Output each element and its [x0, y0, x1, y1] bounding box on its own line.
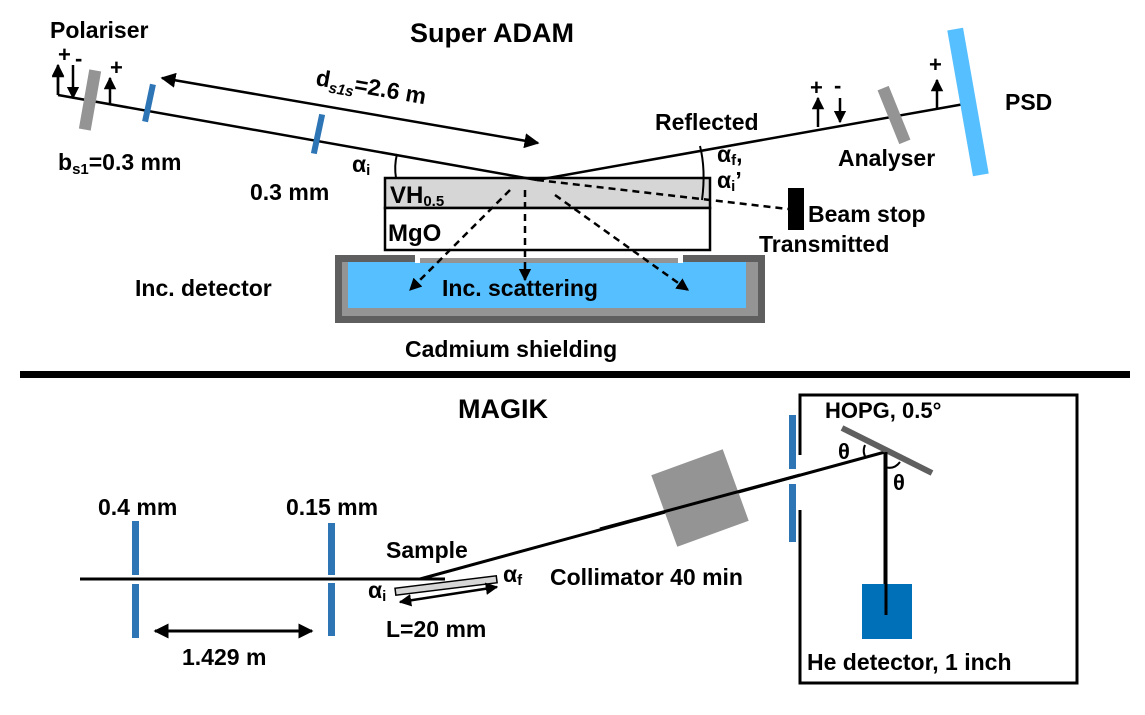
hopg-label: HOPG, 0.5° [825, 398, 941, 423]
spin-plus-label: + [110, 55, 123, 80]
polariser-label: Polariser [50, 17, 148, 43]
collimator-label: Collimator 40 min [550, 564, 743, 590]
psd [947, 27, 989, 177]
slit1-label: bs1=0.3 mm [58, 149, 181, 178]
beam-stop [788, 188, 804, 230]
psd-label: PSD [1005, 89, 1052, 115]
theta-label-1: θ [838, 439, 850, 464]
slit-3-upper [789, 415, 796, 469]
transmitted-beam [536, 178, 789, 211]
sample-label: Sample [386, 537, 468, 563]
theta-label-2: θ [893, 470, 905, 495]
distance-label: ds1s=2.6 m [313, 64, 428, 113]
mgo-substrate [383, 206, 712, 252]
alpha-f-label-magik: αf [503, 561, 523, 589]
sample-length-label: L=20 mm [386, 616, 486, 642]
analyser [877, 85, 911, 145]
mgo-label: MgO [388, 220, 441, 247]
inc-scattering-label: Inc. scattering [442, 275, 598, 301]
spin-arrows-analyser [811, 78, 944, 127]
beam-stop-label: Beam stop [808, 201, 926, 227]
cadmium-shielding-label: Cadmium shielding [405, 336, 617, 362]
spin-plus-label: + [810, 75, 823, 100]
transmitted-label: Transmitted [759, 231, 889, 257]
he-detector-label: He detector, 1 inch [807, 649, 1012, 675]
analyser-label: Analyser [838, 145, 935, 171]
inc-detector-label: Inc. detector [135, 275, 272, 301]
spin-minus-label: - [834, 73, 841, 98]
spin-minus-label: - [75, 46, 82, 71]
slit-1-upper [132, 521, 139, 575]
sample-length-arrow [398, 582, 499, 607]
reflected-label: Reflected [655, 109, 759, 135]
vh-layer-label: VH0.5 [390, 182, 444, 210]
slit-2-upper [328, 523, 335, 575]
spin-plus-label: + [929, 52, 942, 77]
slit-2 [310, 113, 326, 155]
hopg-crystal [840, 425, 934, 476]
collimator [651, 449, 749, 547]
spin-arrows-polariser [51, 64, 117, 104]
polariser [78, 69, 102, 131]
alpha-i-arc [394, 153, 398, 179]
theta-arc-1 [862, 444, 867, 459]
distance-arrow [160, 72, 540, 149]
alpha-f-arc [699, 145, 705, 201]
distance-label-magik: 1.429 m [182, 644, 266, 670]
magik-title: MAGIK [458, 394, 548, 424]
slit1-label-magik: 0.4 mm [98, 494, 177, 520]
alpha-i-label: αi [352, 151, 370, 179]
slit-1 [142, 83, 156, 123]
alpha-f-label: αf, [717, 141, 743, 169]
alpha-i-prime-label: αi’ [717, 167, 742, 195]
slit-3-lower [789, 484, 796, 542]
inc-arrow-right [554, 193, 690, 292]
slit-2-lower [328, 583, 335, 636]
detector-enclosure [798, 393, 1079, 685]
spin-plus-label: + [58, 42, 71, 67]
super-adam-title: Super ADAM [410, 18, 574, 48]
slit-1-lower [132, 584, 139, 638]
alpha-i-label-magik: αi [368, 577, 386, 605]
slit2-label-magik: 0.15 mm [286, 494, 378, 520]
slit2-label: 0.3 mm [250, 179, 329, 205]
section-divider [20, 371, 1130, 378]
